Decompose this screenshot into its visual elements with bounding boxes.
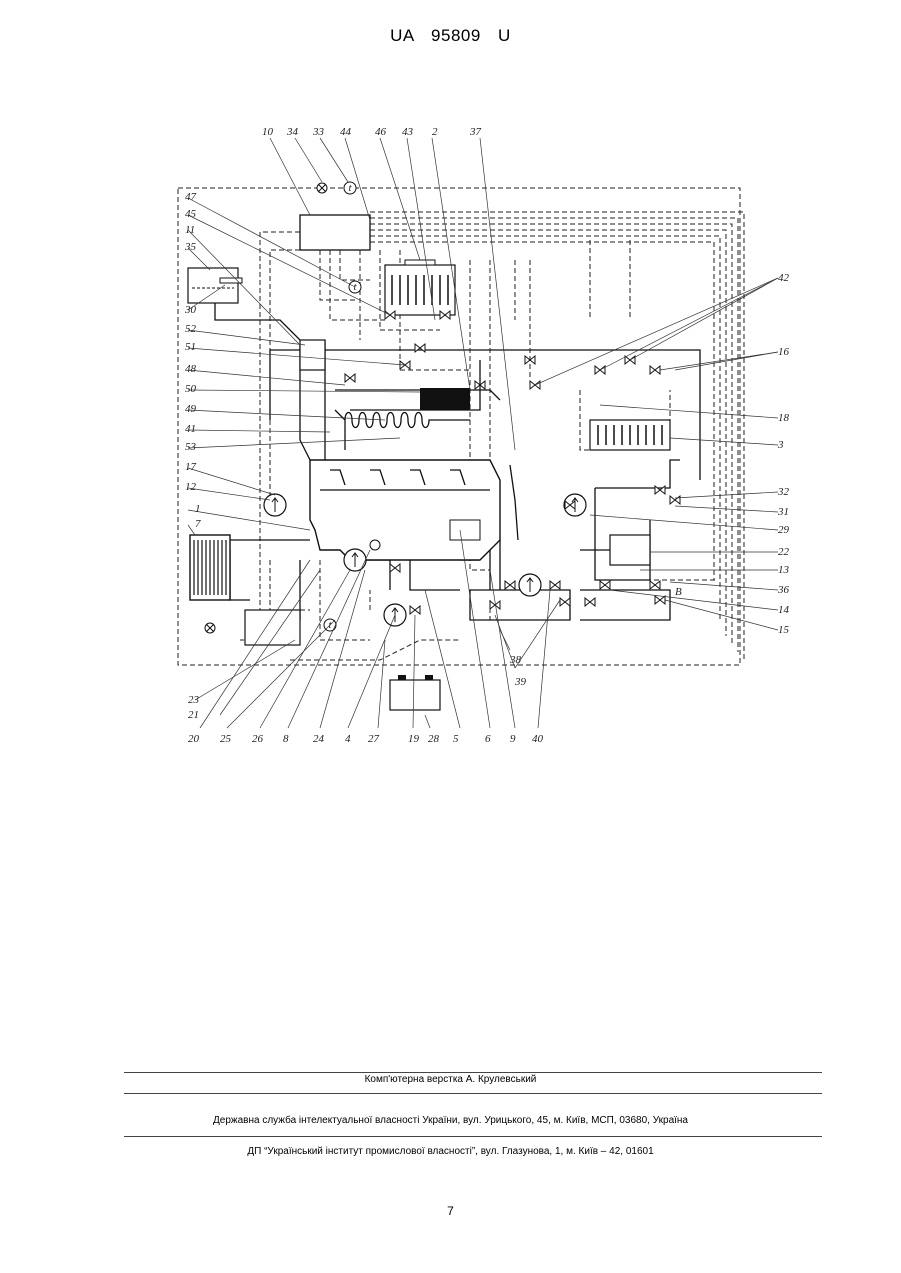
ref-label: 40 xyxy=(532,733,544,745)
footer-rule xyxy=(124,1093,822,1094)
ref-label: 47 xyxy=(185,191,197,203)
ref-label: 31 xyxy=(777,506,789,518)
ref-label: 30 xyxy=(184,304,197,316)
ref-label: 52 xyxy=(185,323,197,335)
ref-label: 48 xyxy=(185,363,197,375)
ref-label: 46 xyxy=(375,126,387,138)
pump-icon xyxy=(264,494,286,516)
pump-icon xyxy=(344,549,366,571)
heat-exchanger-icon xyxy=(385,260,455,315)
office-address: Державна служба інтелектуальної власност… xyxy=(0,1115,901,1126)
ref-label: 51 xyxy=(185,341,196,353)
ref-label: 21 xyxy=(188,709,199,721)
ref-label: 22 xyxy=(778,546,790,558)
radiator-icon xyxy=(345,388,470,428)
controller-block xyxy=(300,215,370,250)
ref-label: 34 xyxy=(286,126,299,138)
page-number: 7 xyxy=(0,1204,901,1218)
ref-label: 18 xyxy=(778,412,790,424)
ref-label: 19 xyxy=(408,733,420,745)
ref-label: 3 xyxy=(777,439,784,451)
block-22 xyxy=(610,535,650,565)
pump-icon xyxy=(519,574,541,596)
lamp-icon xyxy=(317,183,327,193)
ref-label: 9 xyxy=(510,733,516,745)
ref-label: 41 xyxy=(185,423,196,435)
ref-label: 26 xyxy=(252,733,264,745)
ref-label: 4 xyxy=(345,733,351,745)
ref-label: 1 xyxy=(195,503,201,515)
tank-icon xyxy=(188,268,242,303)
layout-credit: Комп'ютерна верстка А. Крулевський xyxy=(0,1074,901,1085)
ref-label: 20 xyxy=(188,733,200,745)
ref-label: 32 xyxy=(777,486,790,498)
ref-label: 24 xyxy=(313,733,325,745)
schematic-drawing: t xyxy=(170,120,810,760)
ref-label: 15 xyxy=(778,624,790,636)
ref-label: 33 xyxy=(312,126,325,138)
ref-label: 7 xyxy=(195,518,201,530)
ref-label: 28 xyxy=(428,733,440,745)
ref-label: 13 xyxy=(778,564,790,576)
patent-number: UA 95809 U xyxy=(0,26,901,46)
ref-label: 12 xyxy=(185,481,197,493)
footer-rule xyxy=(124,1136,822,1137)
ref-label: 27 xyxy=(368,733,380,745)
gauge-icon: t xyxy=(344,182,356,194)
ref-label: 38 xyxy=(509,654,522,666)
ref-label: 39 xyxy=(514,676,527,688)
ref-label: 35 xyxy=(184,241,197,253)
ref-label: 29 xyxy=(778,524,790,536)
institute-address: ДП “Український інститут промислової вла… xyxy=(0,1146,901,1157)
ref-label: 53 xyxy=(185,441,197,453)
ref-label: B xyxy=(675,586,682,598)
fluid-lines xyxy=(215,290,700,620)
footer-rule xyxy=(124,1072,822,1073)
ref-label: 23 xyxy=(188,694,200,706)
ref-label: 36 xyxy=(777,584,790,596)
battery-icon xyxy=(390,675,440,710)
ref-label: 14 xyxy=(778,604,790,616)
gauge-icon xyxy=(370,540,380,550)
ref-label: 50 xyxy=(185,383,197,395)
ref-label: 43 xyxy=(402,126,414,138)
radiator-icon xyxy=(190,535,230,600)
block-20 xyxy=(245,610,300,645)
ref-label: 45 xyxy=(185,208,197,220)
ref-label: 49 xyxy=(185,403,197,415)
ref-label: 44 xyxy=(340,126,352,138)
engine-block xyxy=(310,460,500,560)
ref-label: 2 xyxy=(432,126,438,138)
ref-label: 37 xyxy=(469,126,482,138)
ref-label: 11 xyxy=(185,224,195,236)
ref-label: 5 xyxy=(453,733,459,745)
heat-exchanger-icon xyxy=(590,420,670,450)
schematic-figure: t xyxy=(170,120,810,760)
lamp-icon xyxy=(205,623,215,633)
ref-label: 42 xyxy=(778,272,790,284)
ref-label: 25 xyxy=(220,733,232,745)
ref-label: 10 xyxy=(262,126,274,138)
ref-label: 17 xyxy=(185,461,197,473)
ref-label: 6 xyxy=(485,733,491,745)
ref-label: 16 xyxy=(778,346,790,358)
ref-label: 8 xyxy=(283,733,289,745)
